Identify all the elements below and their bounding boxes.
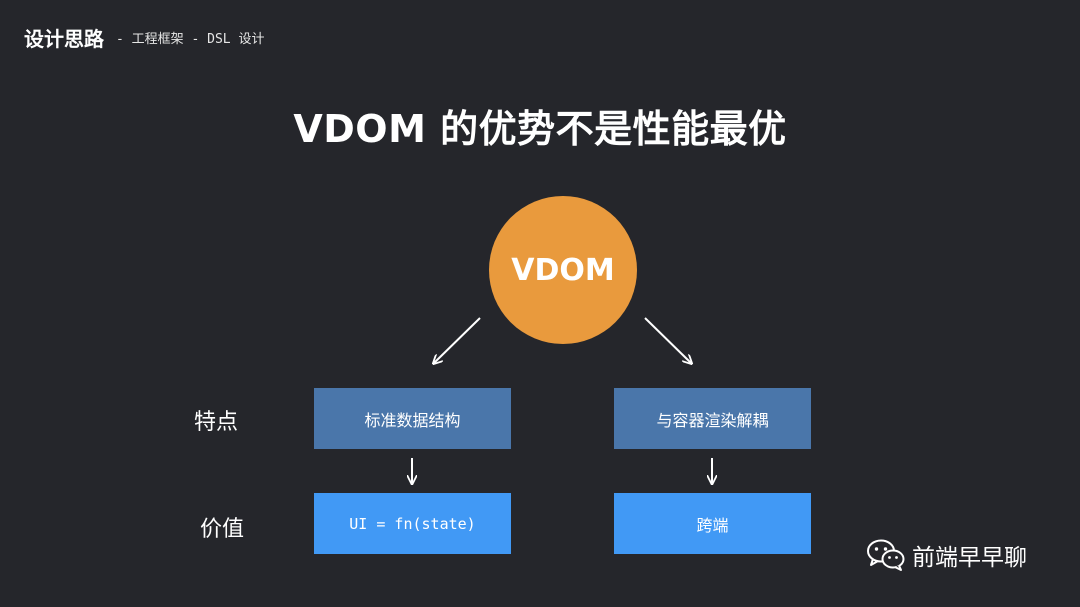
watermark-text: 前端早早聊 bbox=[912, 545, 1027, 571]
row-label-features: 特点 bbox=[194, 410, 239, 435]
arrow-root-to-left bbox=[434, 317, 481, 363]
value-label-left: UI = fn(state) bbox=[349, 514, 476, 533]
wechat-icon bbox=[867, 539, 905, 571]
slide-title: VDOM 的优势不是性能最优 bbox=[293, 107, 787, 151]
slide-header: 设计思路 - 工程框架 - DSL 设计 bbox=[24, 22, 264, 52]
feature-label-left: 标准数据结构 bbox=[364, 410, 461, 430]
value-label-right: 跨端 bbox=[696, 515, 729, 535]
row-label-values: 价值 bbox=[200, 517, 245, 542]
arrow-root-to-right bbox=[644, 317, 691, 363]
vdom-root-label: VDOM bbox=[511, 252, 615, 288]
section-breadcrumb: - 工程框架 - DSL 设计 bbox=[116, 31, 265, 47]
value-box-right: 跨端 bbox=[614, 493, 811, 554]
vdom-root-node: VDOM bbox=[489, 196, 637, 344]
value-box-left: UI = fn(state) bbox=[314, 493, 511, 554]
watermark: 前端早早聊 bbox=[866, 538, 1027, 572]
feature-box-right: 与容器渲染解耦 bbox=[614, 388, 811, 449]
feature-box-left: 标准数据结构 bbox=[314, 388, 511, 449]
feature-label-right: 与容器渲染解耦 bbox=[656, 410, 769, 430]
section-title: 设计思路 bbox=[24, 26, 104, 51]
